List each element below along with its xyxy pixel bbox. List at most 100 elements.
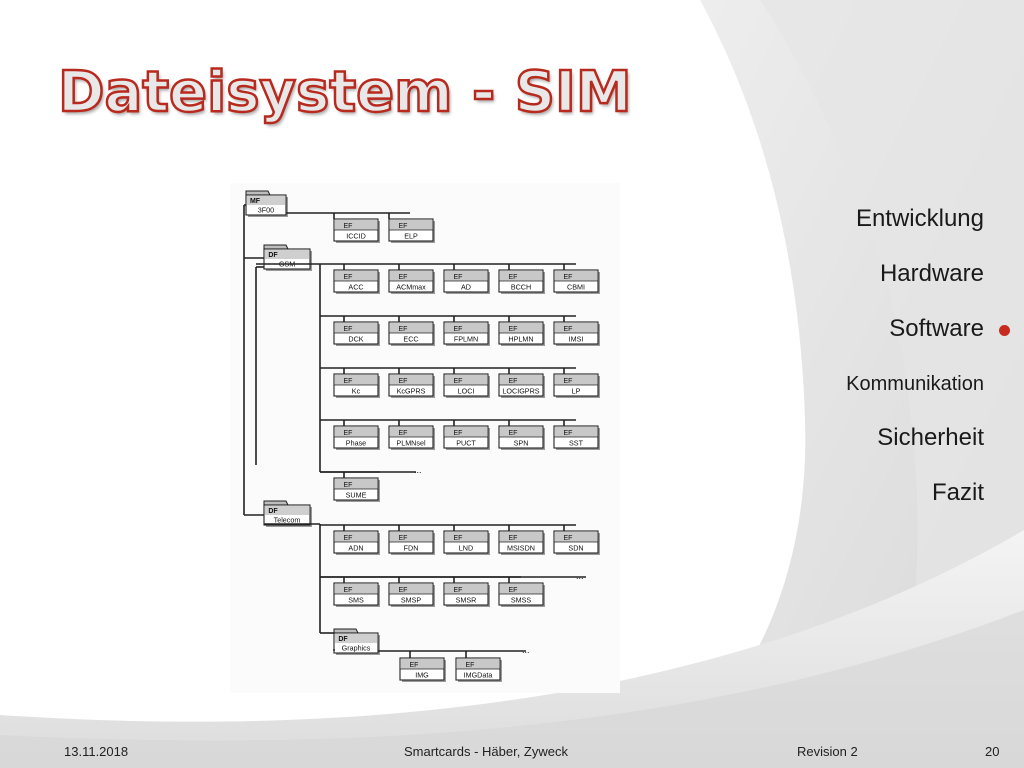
ef-type-label: EF [399, 430, 408, 437]
ef-file-name: LOCI [458, 387, 475, 396]
ef-file-name: SST [569, 439, 584, 448]
ef-file-name: ACMmax [396, 283, 426, 292]
ef-file-sms: EF SMS [333, 582, 380, 607]
ef-file-cbmi: EF CBMI [553, 269, 600, 294]
ef-file-name: Phase [346, 439, 366, 448]
ef-file-name: ELP [404, 232, 418, 241]
ef-type-label: EF [564, 430, 573, 437]
nav-item-hardware[interactable]: Hardware [879, 260, 984, 287]
ef-type-label: EF [344, 430, 353, 437]
ef-type-label: EF [344, 482, 353, 489]
ef-file-name: CBMI [567, 283, 585, 292]
nav-item-sicherheit[interactable]: Sicherheit [877, 424, 984, 451]
ef-file-name: ECC [403, 335, 418, 344]
ef-file-phase: EF Phase [333, 425, 380, 450]
footer-revision: Revision 2 [797, 744, 858, 759]
ef-type-label: EF [454, 430, 463, 437]
slide-title: Dateisystem - SIM [57, 59, 633, 127]
df-folder-name: Telecom [274, 516, 301, 525]
nav-item-fazit[interactable]: Fazit [931, 479, 984, 506]
ef-file-name: BCCH [511, 283, 531, 292]
nav-item-kommunikation[interactable]: Kommunikation [846, 373, 984, 395]
ef-file-name: MSISDN [507, 544, 535, 553]
df-type-label: DF [338, 636, 348, 643]
ef-file-name: DCK [348, 335, 363, 344]
ef-file-name: ADN [348, 544, 363, 553]
ef-file-name: SMSR [456, 596, 477, 605]
ef-type-label: EF [344, 223, 353, 230]
ef-file-name: SUME [346, 491, 367, 500]
file-tree-svg: MF3F00EFICCIDEFELPDFGSMEFACCEFACMmaxEFAD… [243, 190, 600, 682]
ef-file-name: PLMNsel [396, 439, 426, 448]
ef-file-name: SDN [568, 544, 583, 553]
ef-file-locigprs: EF LOCIGPRS [498, 373, 545, 398]
ef-type-label: EF [399, 535, 408, 542]
ef-type-label: EF [509, 535, 518, 542]
nav-item-software[interactable]: Software [889, 315, 1010, 343]
ef-type-label: EF [344, 587, 353, 594]
ef-type-label: EF [564, 274, 573, 281]
more-indicator: ... [576, 571, 584, 581]
nav-item-entwicklung[interactable]: Entwicklung [855, 205, 984, 232]
ef-file-name: IMSI [569, 335, 584, 344]
df-type-label: DF [268, 252, 278, 259]
ef-file-adn: EF ADN [333, 530, 380, 555]
ef-type-label: EF [454, 326, 463, 333]
ef-file-name: Kc [352, 387, 361, 396]
more-indicator: ... [522, 645, 530, 655]
ef-type-label: EF [344, 535, 353, 542]
ef-file-name: ICCID [346, 232, 366, 241]
df-folder-name: Graphics [342, 644, 371, 653]
ef-file-name: IMGData [464, 671, 493, 680]
ef-type-label: EF [564, 535, 573, 542]
ef-file-bcch: EF BCCH [498, 269, 545, 294]
bullet-icon [999, 325, 1010, 336]
ef-type-label: EF [344, 274, 353, 281]
ef-type-label: EF [344, 378, 353, 385]
df-folder-name: 3F00 [258, 206, 274, 215]
ef-type-label: EF [509, 326, 518, 333]
ef-type-label: EF [410, 662, 419, 669]
ef-file-name: SMS [348, 596, 364, 605]
ef-file-name: LND [459, 544, 473, 553]
ef-type-label: EF [454, 378, 463, 385]
df-type-label: MF [250, 198, 261, 205]
ef-file-name: SMSP [401, 596, 422, 605]
footer-date: 13.11.2018 [64, 744, 129, 759]
ef-type-label: EF [399, 587, 408, 594]
nav-item-label: Software [889, 315, 984, 342]
ef-file-name: LP [572, 387, 581, 396]
ef-file-loci: EF LOCI [443, 373, 490, 398]
ef-file-name: LOCIGPRS [502, 387, 539, 396]
ef-file-msisdn: EF MSISDN [498, 530, 545, 555]
ef-file-name: SMSS [511, 596, 532, 605]
ef-type-label: EF [509, 378, 518, 385]
ef-file-imgdata: EF IMGData [455, 657, 502, 682]
ef-file-name: HPLMN [508, 335, 533, 344]
ef-type-label: EF [564, 326, 573, 333]
ef-file-smsp: EF SMSP [388, 582, 435, 607]
footer-authors: Smartcards - Häber, Zyweck [404, 744, 568, 759]
ef-file-name: AD [461, 283, 471, 292]
ef-type-label: EF [509, 274, 518, 281]
ef-type-label: EF [509, 587, 518, 594]
df-type-label: DF [268, 508, 278, 515]
ef-type-label: EF [466, 662, 475, 669]
